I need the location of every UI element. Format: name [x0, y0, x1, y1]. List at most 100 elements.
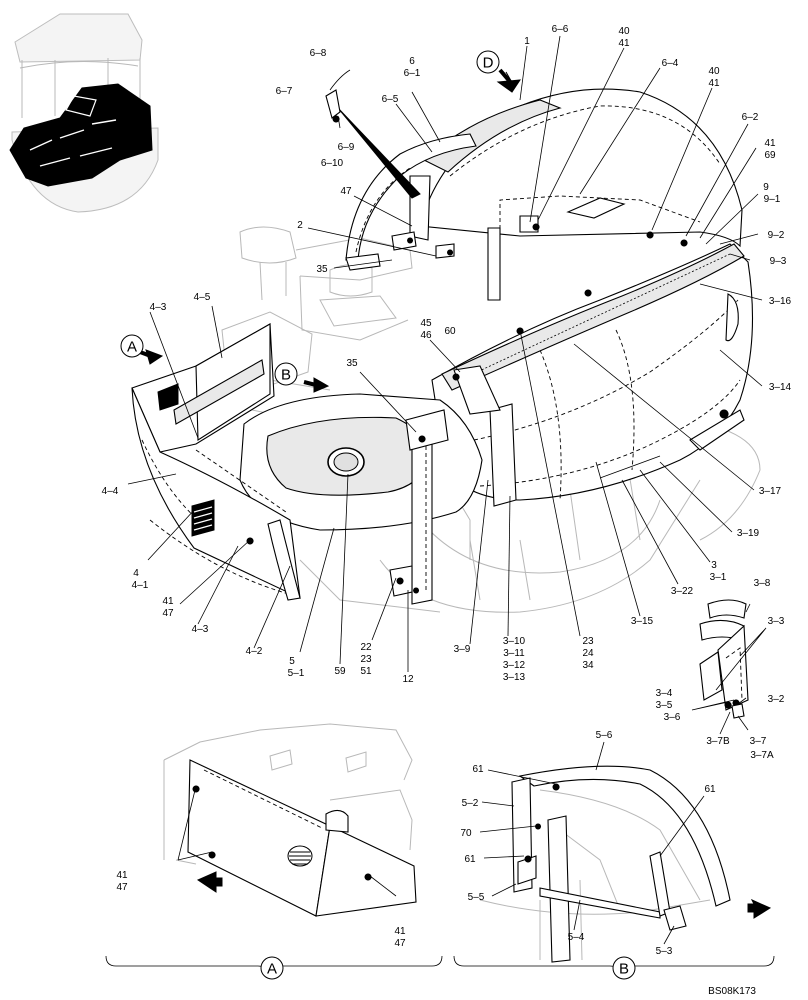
callout: 35	[316, 264, 328, 275]
callout: 41	[116, 870, 128, 881]
callout: 46	[420, 330, 432, 341]
latch-detail	[699, 599, 749, 719]
callout: 5–2	[462, 798, 479, 809]
center-cover	[239, 365, 517, 605]
view-b-circle-top: B	[274, 362, 298, 386]
callout: 6	[409, 56, 415, 67]
callout: 61	[464, 854, 476, 865]
callout: 41	[618, 38, 630, 49]
callout: 4–3	[192, 624, 209, 635]
callout: 9–2	[768, 230, 785, 241]
callout: 6–10	[321, 158, 344, 169]
callout: 12	[402, 674, 414, 685]
callout: 3–16	[769, 296, 792, 307]
callout: 3–7	[750, 736, 767, 747]
callout: 3–22	[671, 586, 694, 597]
callout: 3–17	[759, 486, 782, 497]
callout: 3–1	[710, 572, 727, 583]
left-cover	[131, 323, 301, 601]
callout: 61	[704, 784, 716, 795]
callout: 24	[582, 648, 594, 659]
view-label: B	[281, 367, 291, 384]
callout: 3–8	[754, 578, 771, 589]
callout: 4–3	[150, 302, 167, 313]
callout: 45	[420, 318, 432, 329]
callout: 3–15	[631, 616, 654, 627]
callout: 3–10	[503, 636, 526, 647]
view-label: D	[483, 55, 494, 72]
callout: 3	[711, 560, 717, 571]
callout: 6–6	[552, 24, 569, 35]
callout: 6–9	[338, 142, 355, 153]
callout: 3–3	[768, 616, 785, 627]
callout: 2	[297, 220, 303, 231]
callout: 3–19	[737, 528, 760, 539]
callout: 41	[162, 596, 174, 607]
callout: 3–11	[503, 648, 525, 659]
callout: 3–14	[769, 382, 792, 393]
arrow-left-icon	[196, 871, 223, 893]
callout: 35	[346, 358, 358, 369]
view-label: A	[127, 339, 137, 356]
callout: 6–7	[276, 86, 293, 97]
view-a-circle-top: A	[120, 334, 144, 358]
callout: 47	[162, 608, 174, 619]
callout: 4–5	[194, 292, 211, 303]
callout: 3–2	[768, 694, 785, 705]
view-d-circle: D	[476, 50, 500, 74]
callout: 23	[360, 654, 372, 665]
drawing-code: BS08K173	[708, 986, 756, 997]
callout: 4–1	[132, 580, 149, 591]
callout: 1	[524, 36, 530, 47]
view-a-detail	[163, 723, 417, 917]
machine-thumbnail	[9, 13, 159, 213]
callout: 3–4	[656, 688, 673, 699]
view-label: B	[619, 961, 629, 978]
callout: 34	[582, 660, 594, 671]
callout: 41	[764, 138, 776, 149]
vent-grille	[287, 845, 313, 867]
callout: 5–5	[468, 892, 485, 903]
view-b-circle-bottom: B	[612, 956, 636, 980]
callout: 41	[394, 926, 406, 937]
callout: 59	[334, 666, 346, 677]
callout: 5–3	[656, 946, 673, 957]
callout: 47	[340, 186, 352, 197]
callout: 4–2	[246, 646, 263, 657]
callout: 3–7B	[706, 736, 730, 747]
callout: 51	[360, 666, 372, 677]
callout-labels: 1 6 6–1 6–5 6–6 40 41 6–4 40 41 6–2 41 6…	[102, 24, 792, 957]
callout: 60	[444, 326, 456, 337]
callout: 69	[764, 150, 776, 161]
callout: 47	[394, 938, 406, 949]
callout: 9–3	[770, 256, 787, 267]
callout: 61	[472, 764, 484, 775]
view-a-circle-bottom: A	[260, 956, 284, 980]
callout: 3–6	[664, 712, 681, 723]
callout: 9	[763, 182, 769, 193]
view-b-detail	[479, 765, 772, 963]
callout: 5–4	[568, 932, 585, 943]
callout: 3–5	[656, 700, 673, 711]
callout: 3–7A	[750, 750, 774, 761]
callout: 9–1	[764, 194, 781, 205]
arrow-right-icon	[747, 898, 772, 919]
callout: 41	[708, 78, 720, 89]
callout: 4	[133, 568, 139, 579]
view-arrows	[139, 68, 521, 393]
callout: 40	[618, 26, 630, 37]
callout: 6–2	[742, 112, 759, 123]
callout: 6–5	[382, 94, 399, 105]
callout: 3–9	[454, 644, 471, 655]
callout: 4–4	[102, 486, 119, 497]
callout: 6–4	[662, 58, 679, 69]
callout: 5–1	[288, 668, 305, 679]
callout: 23	[582, 636, 594, 647]
callout: 47	[116, 882, 128, 893]
callout: 40	[708, 66, 720, 77]
leader-lines	[127, 35, 767, 945]
callout: 70	[460, 828, 472, 839]
callout: 6–8	[310, 48, 327, 59]
callout: 5	[289, 656, 295, 667]
